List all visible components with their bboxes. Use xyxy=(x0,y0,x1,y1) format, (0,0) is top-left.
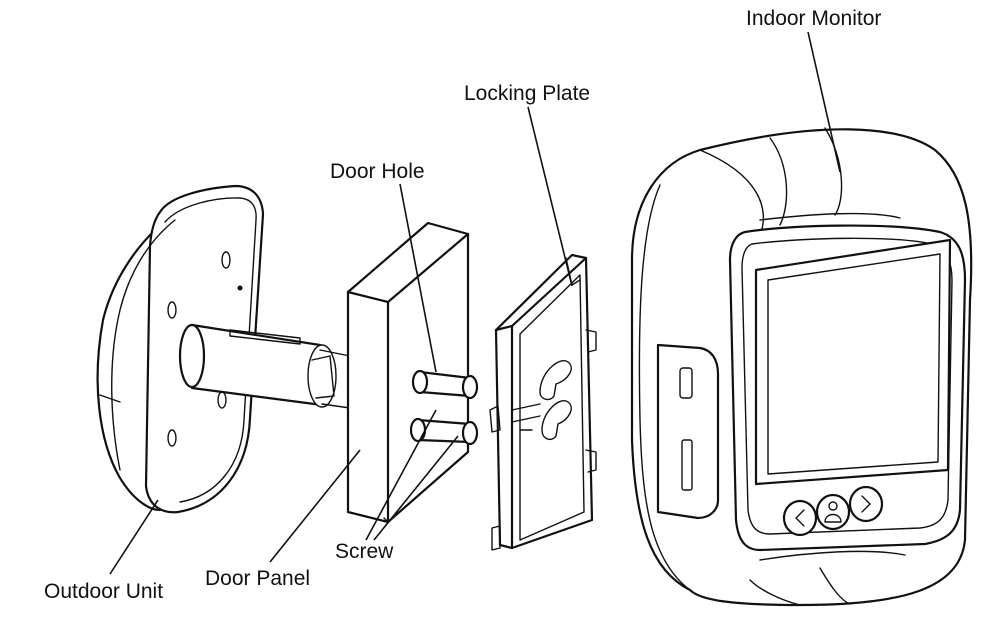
label-locking-plate: Locking Plate xyxy=(464,82,590,105)
label-outdoor-unit: Outdoor Unit xyxy=(44,580,163,603)
indoor-monitor xyxy=(630,127,973,607)
label-screw: Screw xyxy=(335,540,394,563)
door-panel xyxy=(346,221,470,524)
label-door-hole: Door Hole xyxy=(330,160,425,183)
bell-icon xyxy=(815,493,851,531)
label-indoor-monitor: Indoor Monitor xyxy=(746,7,881,30)
screws xyxy=(409,369,479,446)
label-door-panel: Door Panel xyxy=(205,567,310,590)
leader-lines xyxy=(109,31,841,575)
locking-plate xyxy=(489,253,597,551)
nav-left-icon xyxy=(782,499,818,537)
outdoor-unit xyxy=(96,184,351,514)
nav-right-icon xyxy=(848,485,884,523)
